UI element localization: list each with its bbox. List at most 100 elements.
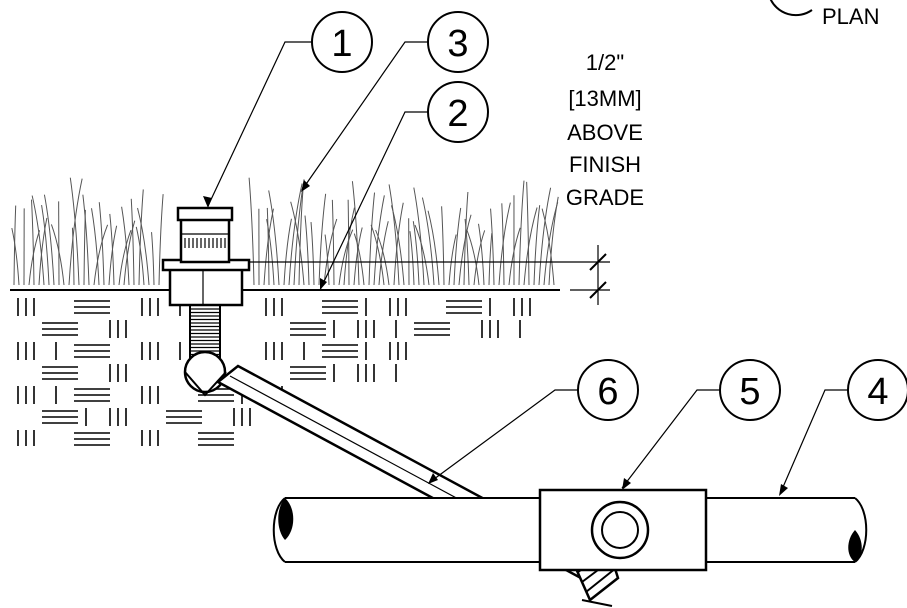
grass-blade — [538, 187, 552, 286]
grass-blade — [466, 229, 480, 286]
grass-blade — [526, 181, 530, 286]
grass-blade — [151, 232, 155, 286]
callout-3-label: 3 — [447, 23, 468, 65]
grass-blade — [453, 207, 462, 286]
grass-blade — [283, 218, 292, 286]
grass-blade — [324, 234, 330, 286]
grass-blade — [68, 178, 83, 286]
grass-blade — [501, 203, 505, 286]
grass-blade — [368, 192, 376, 286]
grass-blade — [458, 214, 472, 286]
callout-5-circle — [719, 359, 781, 421]
leader-3-arrow — [301, 180, 310, 192]
grass-blade — [118, 230, 132, 286]
grass-blade — [548, 196, 559, 286]
pipe-end-left — [272, 497, 286, 563]
grass-blade — [108, 225, 118, 286]
grass-blade — [298, 190, 304, 286]
grass-blade — [266, 207, 270, 286]
grass-blade — [310, 222, 315, 286]
grass-blade — [50, 224, 65, 286]
grass-blade — [390, 205, 405, 286]
callout-5-label: 5 — [739, 371, 760, 413]
grass-blade — [414, 224, 430, 286]
grass-blade — [82, 194, 90, 286]
grass-blade — [98, 202, 105, 286]
dimension-tick-top — [589, 253, 607, 271]
callout-3: 3 — [427, 11, 489, 73]
callout-3-circle — [427, 11, 489, 73]
callout-bubbles: 1 2 3 4 5 6 — [311, 11, 907, 421]
grass-blade — [413, 187, 425, 286]
grass-blade — [43, 194, 55, 286]
note-line-2: [13MM] — [568, 86, 641, 111]
leader-lines — [203, 41, 848, 496]
grass-blade — [473, 230, 486, 286]
leader-6-arrow — [428, 473, 438, 484]
grass-blade — [130, 198, 135, 286]
grass-blade — [266, 219, 275, 286]
grass-blade — [347, 199, 350, 286]
grass-blade — [31, 199, 35, 286]
grass-blade — [135, 226, 145, 286]
fitting-bottom-edge — [581, 599, 613, 607]
grass-blade — [121, 206, 130, 286]
lateral-pipe — [272, 488, 868, 572]
leader-3 — [301, 41, 428, 191]
grass-blade — [488, 233, 493, 286]
callout-2-circle — [427, 81, 489, 143]
grass-blade — [370, 224, 385, 286]
grass-blade — [41, 205, 50, 286]
grass-blade — [71, 227, 75, 286]
grass-blade — [441, 206, 445, 286]
callout-5: 5 — [719, 359, 781, 421]
grass-blade — [421, 197, 435, 286]
leader-6 — [429, 389, 578, 483]
fitting-hatch-3 — [585, 567, 617, 593]
callout-1: 1 — [311, 11, 373, 73]
grass-blade — [288, 183, 303, 286]
grass-blade — [464, 218, 470, 286]
height-note: 1/2" [13MM] ABOVE FINISH GRADE — [566, 50, 644, 210]
riser-threads — [190, 308, 220, 363]
grass-blade — [123, 220, 136, 286]
grass-blade — [138, 189, 144, 286]
grass-blade — [375, 229, 390, 286]
swing-elbow-top — [183, 350, 227, 394]
grass-blade — [427, 210, 440, 286]
leader-2 — [319, 111, 428, 291]
callout-1-label: 1 — [331, 23, 352, 65]
grass-blade — [137, 207, 150, 286]
grass-blade — [338, 229, 354, 286]
sprinkler-head — [161, 206, 251, 368]
grass-blade — [490, 208, 495, 286]
grass-blade — [93, 224, 109, 286]
soil-hatch — [17, 298, 531, 446]
leader-4 — [779, 389, 848, 495]
callout-1-circle — [311, 11, 373, 73]
grass-layer — [11, 177, 559, 286]
grass-blade — [38, 217, 48, 286]
grass-blade — [409, 231, 415, 286]
grass-blade — [318, 193, 327, 286]
grass-blade — [69, 177, 80, 286]
grass-blade — [109, 213, 115, 286]
grass-blade — [498, 202, 511, 286]
nozzle-slots — [184, 238, 226, 248]
grass-blade — [331, 199, 335, 286]
grass-blade — [343, 207, 355, 286]
grass-blade — [351, 181, 360, 286]
grass-blade — [388, 184, 400, 286]
grass-blade — [91, 208, 100, 286]
callout-2-label: 2 — [447, 93, 468, 135]
grass-blade — [304, 215, 310, 286]
callout-6-label: 6 — [597, 371, 618, 413]
grass-blade — [518, 180, 525, 286]
tee-outlet-inner — [601, 511, 639, 549]
grass-blade — [353, 233, 365, 286]
grass-blade — [268, 190, 280, 286]
dimension-marker — [245, 245, 610, 305]
dimension-tick-bottom — [589, 281, 607, 299]
callout-6: 6 — [577, 359, 639, 421]
